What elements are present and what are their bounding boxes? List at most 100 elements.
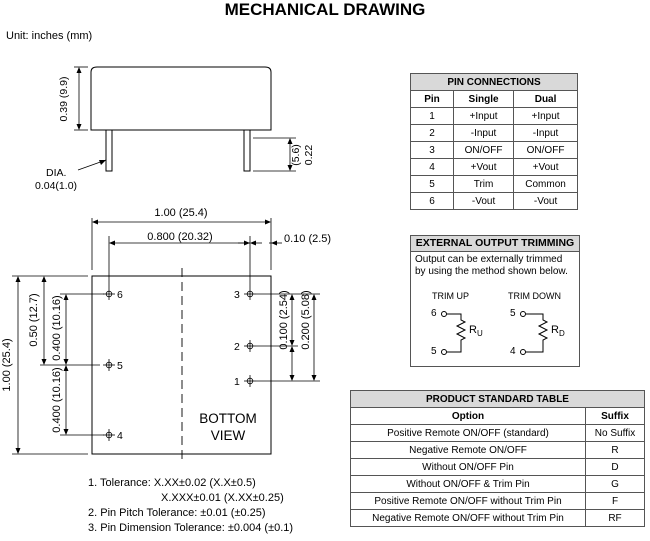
ru-letter: R [469,324,477,336]
rd-subscript: D [558,329,565,339]
bottom-view-label-2: VIEW [211,428,246,443]
pin-connections-table: PIN CONNECTIONS Pin Single Dual 1+Input+… [410,73,578,210]
table-row: 6-Vout-Vout [410,192,578,210]
table-cell: Without ON/OFF Pin [350,458,586,476]
trim-schematic [441,311,549,355]
table-cell: G [585,475,645,493]
dia-label: DIA. [46,167,66,179]
note-1-cont: X.XXX±0.01 (X.XX±0.25) [161,492,284,504]
table-cell: Trim [452,175,515,193]
product-standard-table: PRODUCT STANDARD TABLE Option Suffix Pos… [350,390,645,527]
bottom-view-label-1: BOTTOM [199,411,257,426]
table-cell: 2 [410,124,454,142]
bottom-view [12,218,320,460]
edge-dim: 0.10 (2.5) [284,233,331,245]
external-trimming-panel: EXTERNAL OUTPUT TRIMMING Output can be e… [410,235,580,367]
suffix-col-header: Suffix [585,407,645,425]
table-cell: Negative Remote ON/OFF without Trim Pin [350,509,586,527]
table-cell: -Vout [513,192,578,210]
bottom-view-arrows [15,219,317,454]
table-cell: 5 [410,175,454,193]
rd-letter: R [551,324,559,336]
pin-col-header: Pin [410,90,454,108]
table-cell: R [585,441,645,459]
table-row: 1+Input+Input [410,107,578,125]
bottom-view-pins [103,288,256,441]
side-pin-length-dim-mm: (5.6) [290,144,302,166]
resistor-ru-label: RU [469,324,483,338]
ru-subscript: U [476,329,483,339]
side-view [74,66,296,172]
side-view-arrows [76,67,293,171]
pin-6-label: 6 [117,289,123,301]
table-cell: F [585,492,645,510]
table-cell: 6 [410,192,454,210]
table-cell: Without ON/OFF & Trim Pin [350,475,586,493]
table-cell: +Input [513,107,578,125]
trim-down-top-pin: 5 [510,308,516,319]
right-span-dim: 0.200 (5.08) [300,290,312,349]
width-dim: 1.00 (25.4) [154,207,207,219]
trimming-desc-line-1: Output can be externally trimmed [415,254,563,265]
pin-connections-title: PIN CONNECTIONS [410,73,578,91]
table-cell: 3 [410,141,454,159]
table-cell: 4 [410,158,454,176]
table-row: 2-Input-Input [410,124,578,142]
table-cell: Common [513,175,578,193]
dia-value: 0.04(1.0) [35,180,77,192]
table-cell: -Input [513,124,578,142]
pin-4-label: 4 [117,430,123,442]
right-pitch-dim: 0.100 (2.54) [278,290,290,349]
table-cell: ON/OFF [452,141,515,159]
trim-down-label: TRIM DOWN [508,291,561,301]
trimming-title: EXTERNAL OUTPUT TRIMMING [411,236,579,252]
note-2: 2. Pin Pitch Tolerance: ±0.01 (±0.25) [88,507,266,519]
table-cell: 1 [410,107,454,125]
table-cell: +Vout [513,158,578,176]
option-col-header: Option [350,407,586,425]
table-cell: Negative Remote ON/OFF [350,441,586,459]
side-height-dim: 0.39 (9.9) [58,77,70,122]
trim-up-bottom-pin: 5 [431,346,437,357]
half-height-dim: 0.50 (12.7) [28,293,40,346]
upper-pitch-dim: 0.400 (10.16) [51,295,63,360]
pin-3-label: 3 [234,289,240,301]
table-cell: Positive Remote ON/OFF without Trim Pin [350,492,586,510]
table-cell: No Suffix [585,424,645,442]
table-cell: +Vout [452,158,515,176]
pin-5-label: 5 [117,360,123,372]
resistor-rd-label: RD [551,324,565,338]
lower-pitch-dim: 0.400 (10.16) [51,367,63,432]
side-pin-length-dim-inch: 0.22 [303,145,315,166]
pin-2-label: 2 [234,341,240,353]
product-table-title: PRODUCT STANDARD TABLE [350,390,645,408]
pin-6-marker [103,288,115,300]
table-cell: -Input [452,124,515,142]
height-dim: 1.00 (25.4) [1,338,13,391]
table-row: 4+Vout+Vout [410,158,578,176]
trim-down-bottom-pin: 4 [510,346,516,357]
table-cell: ON/OFF [513,141,578,159]
table-cell: +Input [452,107,515,125]
page-title: MECHANICAL DRAWING [224,0,426,19]
trim-up-label: TRIM UP [432,291,469,301]
pin-2-marker [244,340,256,352]
pin-span-dim: 0.800 (20.32) [147,231,212,243]
table-cell: D [585,458,645,476]
table-row: Positive Remote ON/OFF (standard)No Suff… [350,424,645,442]
trim-up-top-pin: 6 [431,308,437,319]
table-cell: Positive Remote ON/OFF (standard) [350,424,586,442]
note-1: 1. Tolerance: X.XX±0.02 (X.X±0.5) [88,477,256,489]
pin-4-marker [103,429,115,441]
tolerance-notes: 1. Tolerance: X.XX±0.02 (X.X±0.5) X.XXX±… [88,476,293,536]
unit-label: Unit: inches (mm) [6,30,93,42]
trimming-description: Output can be externally trimmed by usin… [411,252,579,280]
table-cell: -Vout [452,192,515,210]
pin-1-label: 1 [234,376,240,388]
